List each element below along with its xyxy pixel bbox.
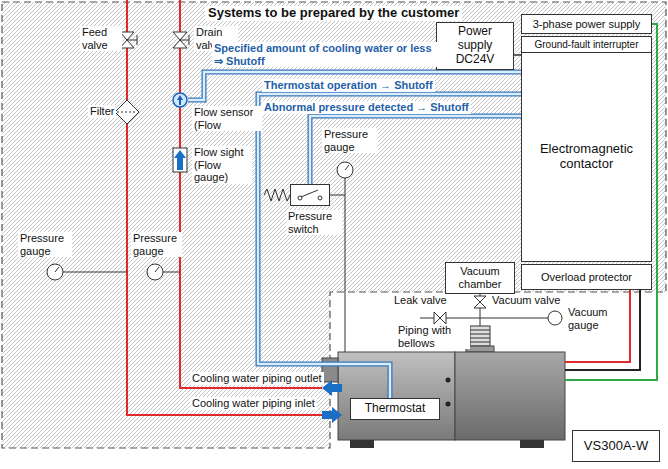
component-label: Power supply DC24V <box>440 25 510 66</box>
pump-dot <box>446 402 451 407</box>
part-label: Pressure gauge <box>322 128 378 153</box>
switch-contact <box>318 196 322 200</box>
area-heading: Systems to be prepared by the customer <box>205 6 462 21</box>
pressure-switch: Pressure switch <box>290 184 330 206</box>
customer-area-outline <box>2 2 666 448</box>
signal-line <box>310 116 521 184</box>
gauge-needle <box>55 267 59 272</box>
part-label: Pressure gauge <box>18 232 72 257</box>
signal-label: Abnormal pressure detected → Shutoff <box>262 101 471 114</box>
component-label: Electromagnetic contactor <box>525 142 648 172</box>
pressure-gauge-symbol <box>337 162 353 178</box>
component-box: Vacuum chamber <box>445 262 515 294</box>
component-label: Thermostat <box>365 402 426 416</box>
part-label: Cooling water piping outlet <box>190 372 324 385</box>
component-box: VS300A-W <box>572 430 660 462</box>
part-label: Feed valve <box>80 26 122 51</box>
bellows-folds <box>470 330 490 342</box>
pressure-switch-symbol <box>290 184 330 206</box>
signal-line-core <box>310 116 521 184</box>
component-box: Overload protector <box>521 264 652 290</box>
signal-label: Specified amount of cooling water or les… <box>212 42 438 67</box>
pump-port <box>466 346 494 352</box>
component-label: VS300A-W <box>584 439 648 454</box>
signal-line-core <box>258 94 521 398</box>
pressure-pipe <box>330 178 345 352</box>
gauge-needle <box>155 267 159 272</box>
valve-handle <box>180 35 189 45</box>
flow-arrow <box>174 150 186 170</box>
component-box: 3-phase power supply <box>521 14 652 34</box>
component-label: Pressure switch <box>286 210 342 235</box>
component-box: Thermostat <box>350 398 440 420</box>
power-wire <box>565 290 640 370</box>
component-box: Power supply DC24V <box>436 22 514 70</box>
pump-foot <box>520 440 544 448</box>
spring-symbol <box>264 189 290 201</box>
flow-sensor: Flow sensor (Flow <box>172 92 188 108</box>
pump-motor <box>455 352 565 440</box>
pump-foot <box>350 440 374 448</box>
part-label: Flow sight (Flow gauge) <box>192 146 252 184</box>
sensor-arrow <box>177 95 183 105</box>
power-wire <box>565 290 630 362</box>
signal-line-outline <box>258 94 521 398</box>
component-box: Electromagnetic contactor <box>521 52 652 262</box>
power-line <box>514 55 521 56</box>
signal-line-outline <box>310 116 521 184</box>
sensor-circle <box>173 93 187 107</box>
valve-handle <box>127 35 137 45</box>
component-label: Overload protector <box>541 271 632 284</box>
part-label: Vacuum gauge <box>566 306 622 331</box>
leak-valve-symbol <box>434 312 446 324</box>
power-line-path <box>514 54 521 56</box>
part-label: Vacuum valve <box>490 294 562 307</box>
switch-housing <box>291 185 330 206</box>
component-label: Ground-fault interrupter <box>535 39 639 51</box>
inlet-arrow <box>322 407 342 423</box>
pressure-gauge-symbol <box>147 264 163 280</box>
pressure-gauge-symbol <box>47 264 63 280</box>
outlet-arrow <box>322 380 342 396</box>
part-label: Filter <box>88 105 116 118</box>
filter-mesh <box>117 112 137 113</box>
part-label: Piping with bellows <box>396 324 470 349</box>
component-label: 3-phase power supply <box>533 18 641 31</box>
component-label: Flow sensor (Flow <box>192 106 262 131</box>
vacuum-valve-symbol <box>474 296 486 308</box>
signal-label: Thermostat operation → Shutoff <box>262 79 435 92</box>
filter-symbol <box>115 100 139 124</box>
flow-sight-symbol <box>173 148 187 172</box>
part-label: Cooling water piping inlet <box>190 397 317 410</box>
bellows-symbol <box>470 326 490 346</box>
flow-sensor-symbol <box>172 92 188 108</box>
gauge-needle <box>345 165 349 170</box>
switch-lever <box>301 190 318 197</box>
part-label: Leak valve <box>392 294 449 307</box>
signal-line <box>258 94 521 398</box>
pump-dot <box>446 378 451 383</box>
customer-area: Systems to be prepared by the customer 3-… <box>2 2 666 448</box>
part-label: Pressure gauge <box>131 232 182 257</box>
vacuum-gauge-symbol <box>548 311 562 325</box>
component-label: Vacuum chamber <box>449 265 511 290</box>
